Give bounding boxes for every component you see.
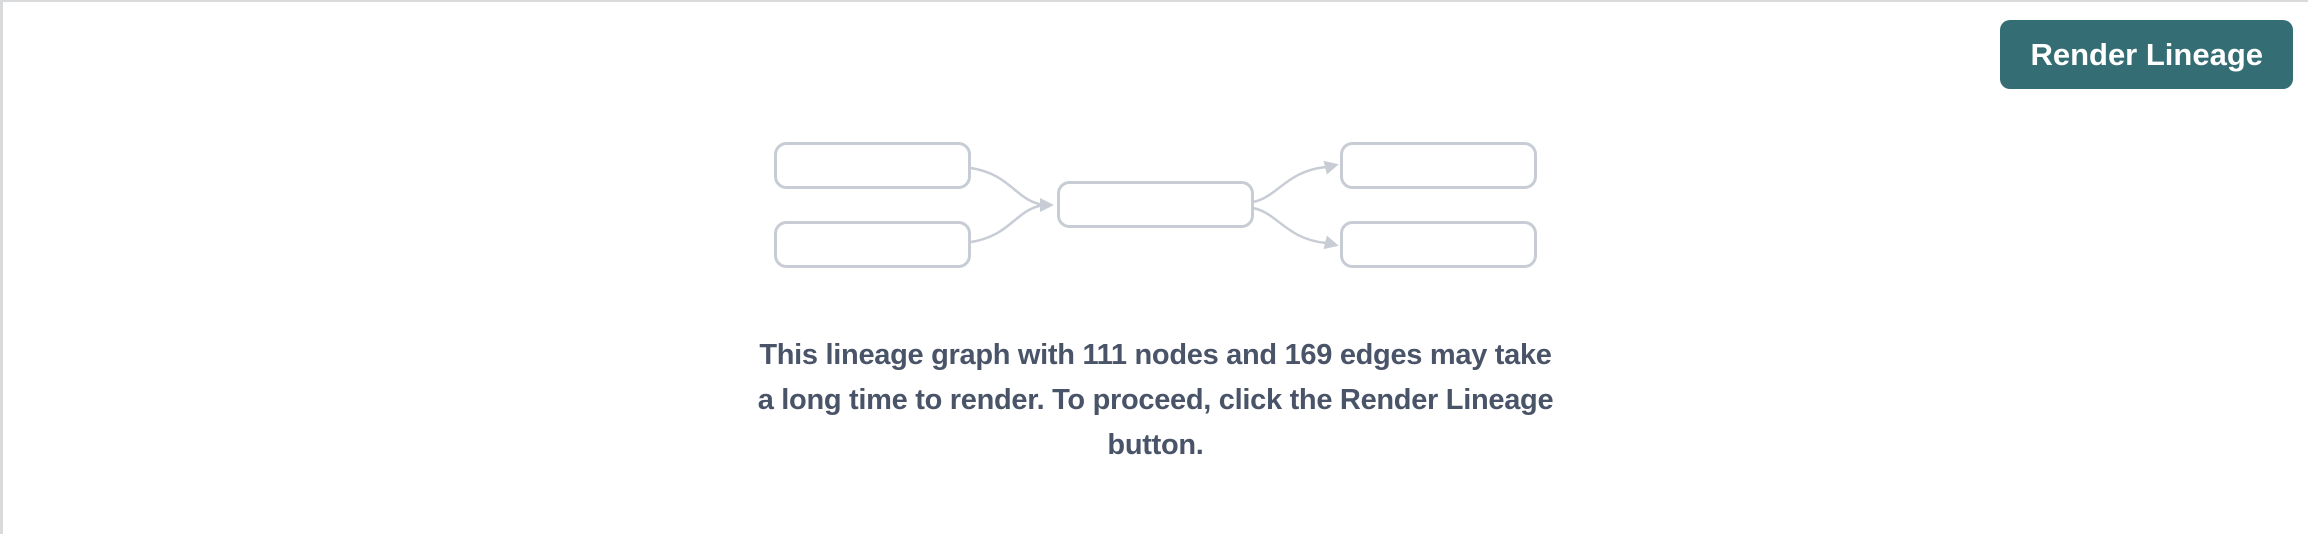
- arrowhead-right-top-icon: [1323, 160, 1339, 175]
- node-box-left-top: [773, 142, 971, 189]
- render-lineage-button[interactable]: Render Lineage: [2000, 20, 2293, 89]
- arrowhead-right-bottom-icon: [1323, 235, 1339, 250]
- node-box-left-bottom: [773, 221, 971, 268]
- lineage-warning-line-3: button.: [1107, 429, 1204, 461]
- edge-right-bottom: [1251, 206, 1327, 245]
- node-box-right-bottom: [1339, 221, 1537, 268]
- lineage-warning-line-2: a long time to render. To proceed, click…: [757, 384, 1554, 416]
- arrowhead-middle-icon: [1039, 198, 1054, 212]
- lineage-warning-message: This lineage graph with 111 nodes and 16…: [606, 333, 1706, 468]
- lineage-placeholder-graphic: [773, 142, 1538, 268]
- edge-right-top: [1251, 165, 1327, 204]
- lineage-warning-line-1: This lineage graph with 111 nodes and 16…: [759, 339, 1552, 371]
- edge-left-bottom: [969, 204, 1040, 244]
- lineage-placeholder-svg: [773, 142, 1537, 268]
- node-box-middle: [1056, 181, 1254, 228]
- edge-left-top: [969, 166, 1040, 206]
- node-box-right-top: [1339, 142, 1537, 189]
